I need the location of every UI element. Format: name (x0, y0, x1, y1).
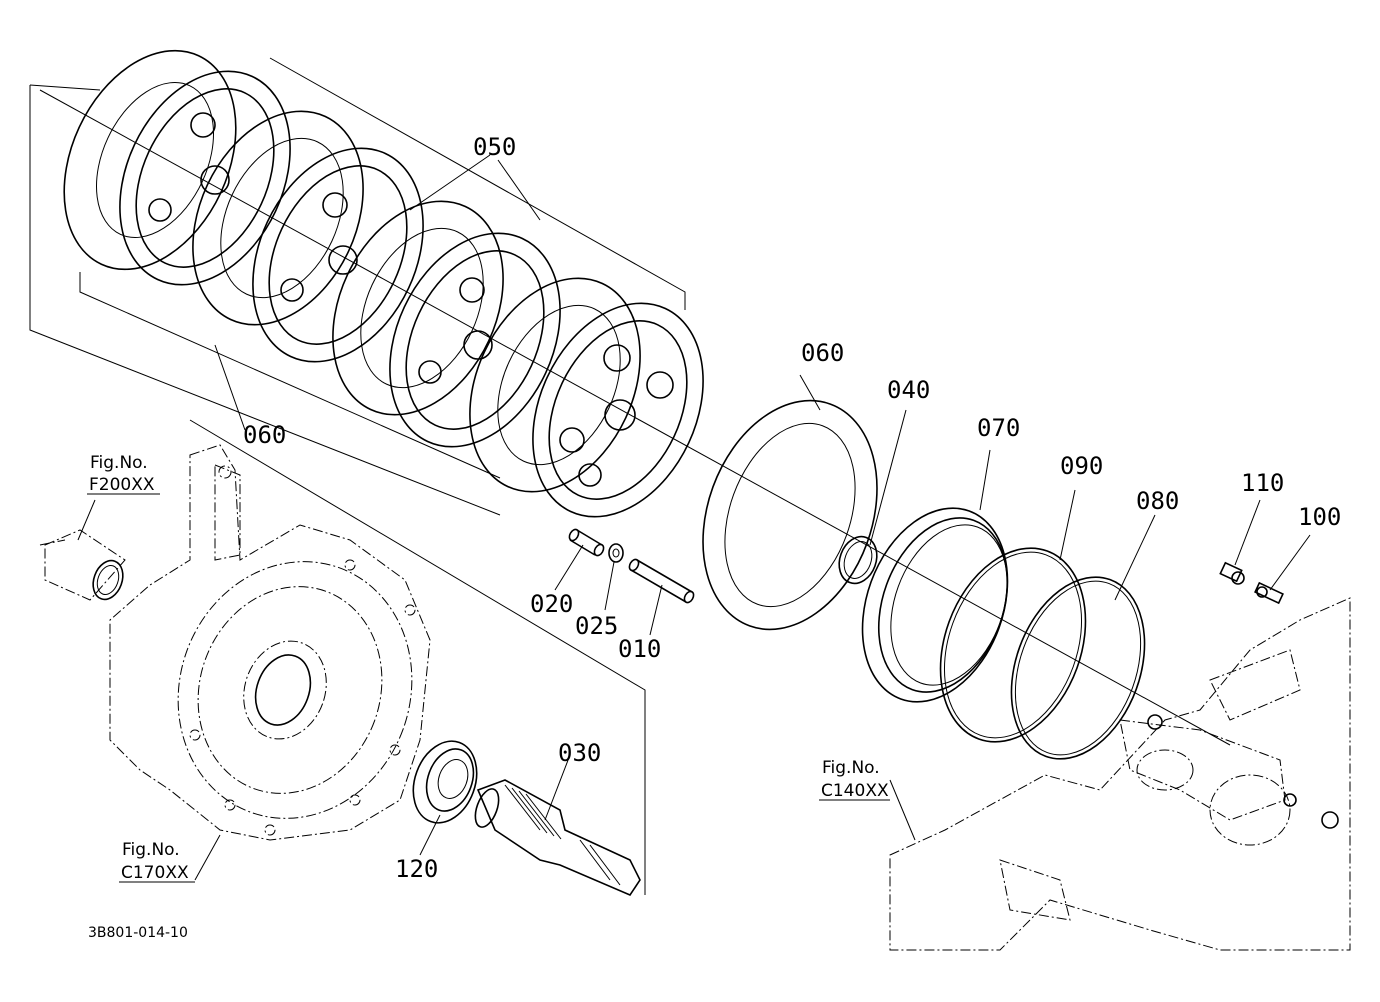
fig-ref-f200-title: Fig.No. (90, 453, 148, 473)
ring-025 (608, 543, 624, 563)
leader-lines (77, 154, 1311, 881)
bracket-050 (79, 57, 686, 479)
bearing-120 (412, 740, 478, 824)
piston-070 (861, 507, 1009, 703)
fitting-100 (1254, 581, 1284, 605)
fitting-110 (1219, 561, 1245, 585)
label-070: 070 (977, 414, 1020, 442)
label-050: 050 (473, 133, 516, 161)
label-120: 120 (395, 855, 438, 883)
bracket-shaft (189, 419, 646, 895)
fig-ref-c140-title: Fig.No. (822, 758, 880, 778)
fig-ref-f200: Fig.No. F200XX (87, 453, 160, 495)
pin-010 (628, 558, 695, 604)
fig-ref-c170: Fig.No. C170XX (119, 840, 195, 883)
shaft-030 (474, 779, 641, 896)
housing-c170 (109, 444, 431, 841)
label-025: 025 (575, 612, 618, 640)
plate-friction-1 (119, 70, 291, 286)
plate-steel-4 (469, 277, 641, 493)
fig-ref-c140: Fig.No. C140XX (819, 758, 890, 801)
label-030: 030 (558, 739, 601, 767)
plate-friction-4 (532, 302, 704, 518)
label-040: 040 (887, 376, 930, 404)
label-010: 010 (618, 635, 661, 663)
housing-c140 (889, 597, 1351, 951)
o-ring-080 (1010, 576, 1146, 760)
label-060-stack: 060 (243, 421, 286, 449)
fig-ref-c170-code: C170XX (121, 863, 189, 883)
o-ring-090 (939, 547, 1087, 743)
label-110: 110 (1241, 469, 1284, 497)
pin-020 (568, 528, 605, 557)
plate-steel-060 (702, 399, 878, 631)
label-100: 100 (1298, 503, 1341, 531)
plate-steel-2 (192, 110, 364, 326)
fig-ref-f200-code: F200XX (89, 475, 155, 495)
plate-friction-3 (389, 232, 561, 448)
bracket-060 (29, 84, 501, 516)
label-060-single: 060 (801, 339, 844, 367)
label-090: 090 (1060, 452, 1103, 480)
sleeve-part (39, 529, 126, 601)
plate-friction-2 (252, 147, 424, 363)
label-080: 080 (1136, 487, 1179, 515)
label-020: 020 (530, 590, 573, 618)
drawing-code: 3B801-014-10 (88, 925, 188, 941)
plate-steel-1 (63, 49, 237, 271)
snap-ring-040 (838, 535, 878, 585)
plate-steel-3 (332, 200, 504, 416)
fig-ref-c170-title: Fig.No. (122, 840, 180, 860)
fig-ref-c140-code: C140XX (821, 781, 889, 801)
